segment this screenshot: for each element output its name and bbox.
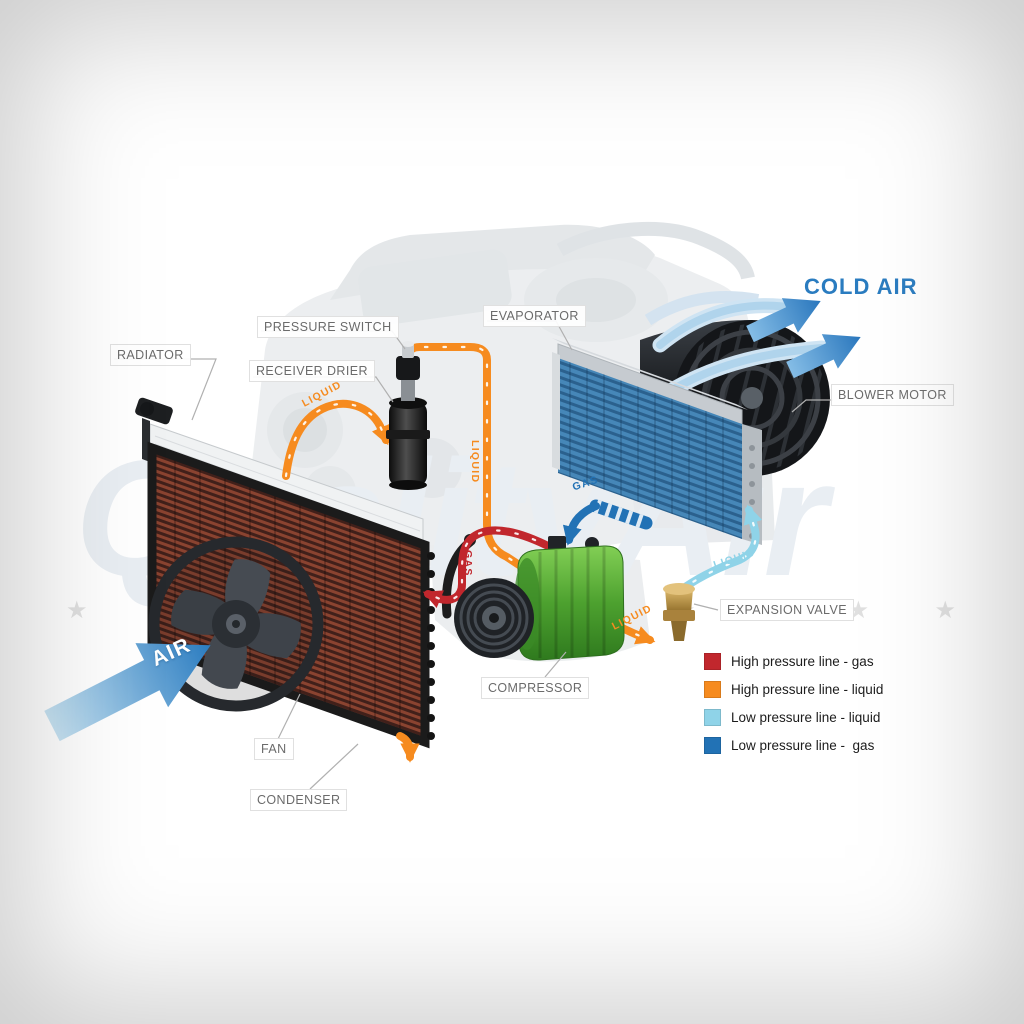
legend: High pressure line - gas High pressure l… <box>704 653 883 754</box>
legend-swatch-low-pressure-gas <box>704 737 721 754</box>
cold-air-label: COLD AIR <box>804 274 918 299</box>
legend-label: Low pressure line - gas <box>731 738 875 753</box>
air-arrow <box>44 643 211 742</box>
radiator-fan <box>148 536 324 712</box>
legend-item-low-pressure-liquid: Low pressure line - liquid <box>704 709 883 726</box>
legend-label: High pressure line - gas <box>731 654 874 669</box>
legend-label: Low pressure line - liquid <box>731 710 881 725</box>
cold-air-arrows <box>746 298 861 379</box>
legend-swatch-low-pressure-liquid <box>704 709 721 726</box>
legend-swatch-high-pressure-liquid <box>704 681 721 698</box>
label-pressure-switch: PRESSURE SWITCH <box>257 316 399 338</box>
refrigerant-lines <box>282 343 763 763</box>
label-condenser: CONDENSER <box>250 789 348 811</box>
legend-swatch-high-pressure-gas <box>704 653 721 670</box>
label-evaporator: EVAPORATOR <box>483 305 586 327</box>
label-blower-motor: BLOWER MOTOR <box>831 384 954 406</box>
compressor <box>454 536 625 661</box>
flow-label-gas-compressor: GAS <box>462 550 474 577</box>
cold-air-swoosh <box>652 298 830 398</box>
flow-label-liquid-vertical: LIQUID <box>469 440 481 484</box>
legend-item-high-pressure-gas: High pressure line - gas <box>704 653 883 670</box>
legend-item-high-pressure-liquid: High pressure line - liquid <box>704 681 883 698</box>
label-fan: FAN <box>254 738 294 760</box>
label-expansion-valve: EXPANSION VALVE <box>720 599 854 621</box>
pressure-switch <box>396 341 420 401</box>
label-compressor: COMPRESSOR <box>481 677 590 699</box>
expansion-valve <box>663 583 695 641</box>
label-radiator: RADIATOR <box>110 344 191 366</box>
compressor-pulley <box>454 578 534 658</box>
label-receiver-drier: RECEIVER DRIER <box>249 360 375 382</box>
legend-label: High pressure line - liquid <box>731 682 884 697</box>
legend-item-low-pressure-gas: Low pressure line - gas <box>704 737 883 754</box>
receiver-drier <box>386 397 430 490</box>
